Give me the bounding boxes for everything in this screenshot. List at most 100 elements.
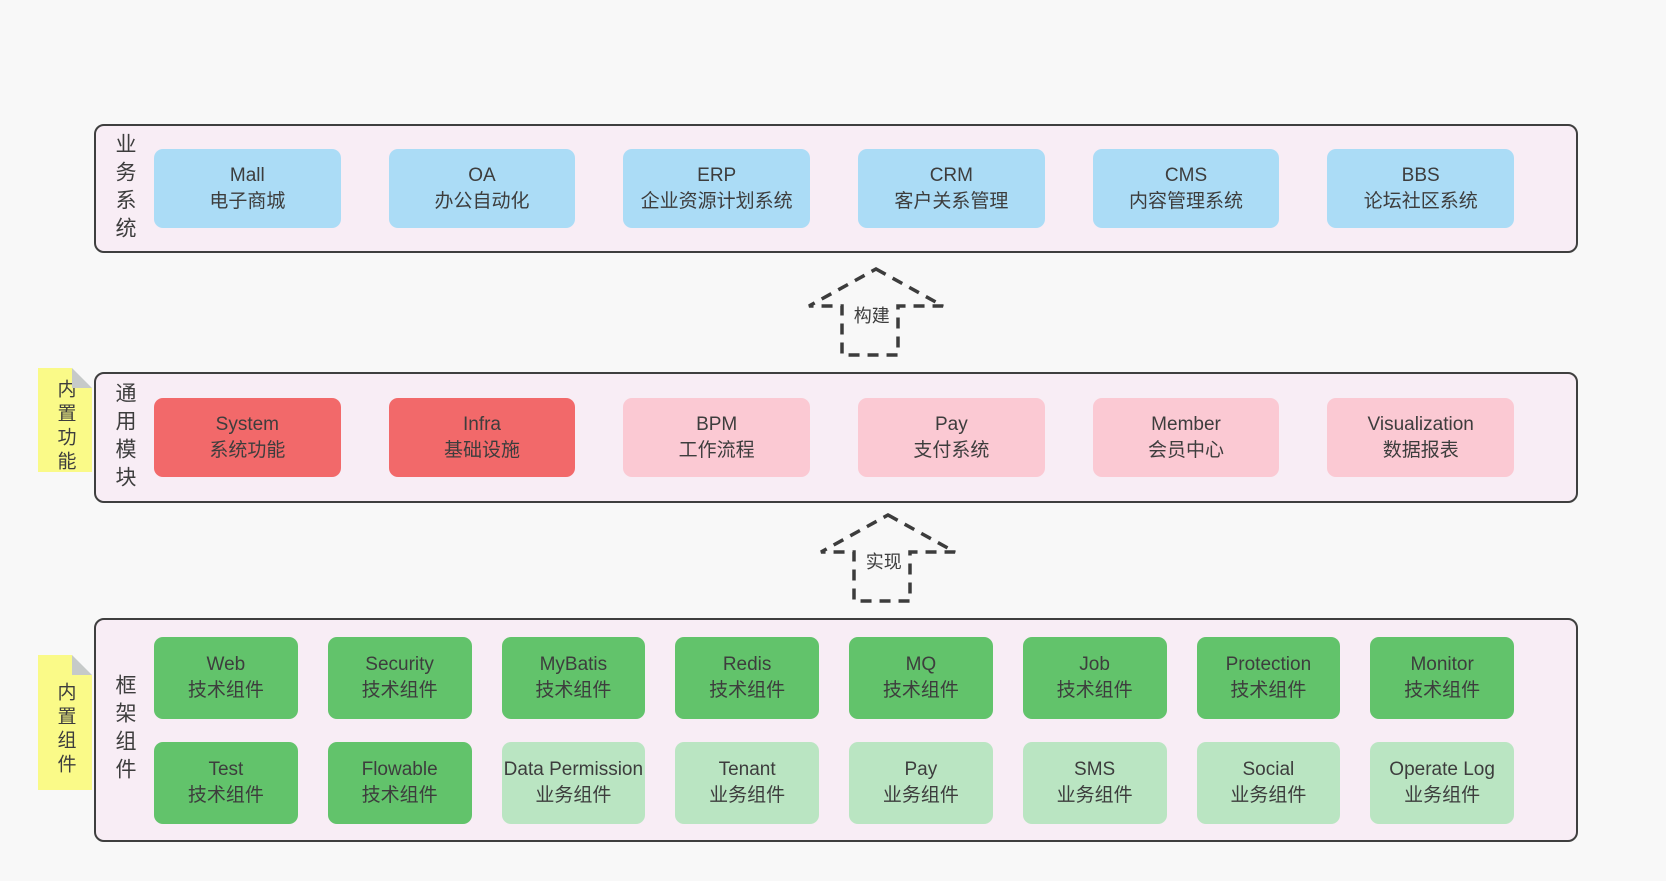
box-social: Social 业务组件 (1196, 741, 1341, 824)
box-subtitle: 系统功能 (209, 439, 286, 461)
box-mall: Mall 电子商城 (154, 149, 341, 228)
box-mq: MQ 技术组件 (849, 636, 993, 719)
box-bpm: BPM 工作流程 (623, 398, 811, 477)
box-title: Job (1079, 653, 1110, 675)
box-subtitle: 数据报表 (1382, 439, 1459, 461)
box-title: Mall (229, 164, 265, 186)
up-arrow-icon (820, 513, 956, 603)
box-title: Pay (904, 758, 938, 780)
box-subtitle: 技术组件 (187, 679, 264, 701)
box-title: Monitor (1410, 653, 1474, 675)
box-title: Tenant (718, 758, 776, 780)
box-subtitle: 技术组件 (1230, 679, 1307, 701)
box-title: Flowable (361, 758, 438, 780)
box-subtitle: 会员中心 (1148, 439, 1225, 461)
box-subtitle: 业务组件 (1404, 784, 1481, 806)
box-erp: ERP 企业资源计划系统 (623, 149, 811, 228)
box-subtitle: 业务组件 (1056, 784, 1133, 806)
box-subtitle: 技术组件 (361, 679, 438, 701)
common-modules-boxes: System 系统功能 Infra 基础设施 BPM 工作流程 Pay 支付系统… (152, 374, 1576, 501)
sticky-note-builtin-components: 内置组件 (38, 655, 92, 790)
box-pay-module: Pay 支付系统 (858, 398, 1045, 477)
box-redis: Redis 技术组件 (675, 636, 819, 719)
box-title: Social (1242, 758, 1295, 780)
band-common-modules: 通用模块 System 系统功能 Infra 基础设施 BPM 工作流程 Pay… (94, 372, 1578, 503)
box-subtitle: 办公自动化 (434, 190, 530, 212)
box-subtitle: 技术组件 (1056, 679, 1133, 701)
box-title: Member (1151, 413, 1221, 435)
band-label-text: 业务系统 (113, 132, 136, 245)
box-subtitle: 工作流程 (678, 439, 755, 461)
box-title: Test (208, 758, 244, 780)
box-subtitle: 技术组件 (535, 679, 612, 701)
box-title: Protection (1225, 653, 1312, 675)
band-label-text: 通用模块 (113, 381, 136, 494)
box-subtitle: 技术组件 (709, 679, 786, 701)
box-sms: SMS 业务组件 (1022, 741, 1167, 824)
band-business-systems: 业务系统 Mall 电子商城 OA 办公自动化 ERP 企业资源计划系统 CRM… (94, 124, 1578, 253)
box-title: Security (365, 653, 434, 675)
box-system: System 系统功能 (154, 398, 341, 477)
box-title: CRM (929, 164, 973, 186)
arrow-implement-label: 实现 (862, 548, 905, 574)
box-monitor: Monitor 技术组件 (1370, 636, 1514, 719)
box-bbs: BBS 论坛社区系统 (1327, 149, 1515, 228)
box-title: MQ (905, 653, 937, 675)
business-systems-boxes: Mall 电子商城 OA 办公自动化 ERP 企业资源计划系统 CRM 客户关系… (152, 126, 1576, 251)
framework-components-row-2: Test 技术组件 Flowable 技术组件 Data Permission … (154, 741, 1514, 824)
box-data-permission: Data Permission 业务组件 (501, 741, 646, 824)
box-subtitle: 论坛社区系统 (1363, 190, 1478, 212)
box-subtitle: 基础设施 (444, 439, 521, 461)
box-title: Visualization (1367, 413, 1474, 435)
box-title: BBS (1401, 164, 1440, 186)
box-subtitle: 电子商城 (209, 190, 286, 212)
band-label-framework-components: 框架组件 (96, 620, 152, 840)
box-subtitle: 业务组件 (535, 784, 612, 806)
box-pay-component: Pay 业务组件 (849, 741, 993, 824)
box-subtitle: 支付系统 (913, 439, 990, 461)
box-infra: Infra 基础设施 (388, 398, 576, 477)
framework-components-rows: Web 技术组件 Security 技术组件 MyBatis 技术组件 Redi… (152, 620, 1576, 840)
folded-corner-icon (72, 368, 92, 388)
box-title: Web (206, 653, 246, 675)
box-subtitle: 业务组件 (709, 784, 786, 806)
box-title: Redis (722, 653, 772, 675)
box-member: Member 会员中心 (1092, 398, 1280, 477)
box-job: Job 技术组件 (1022, 636, 1167, 719)
box-title: BPM (696, 413, 738, 435)
box-security: Security 技术组件 (327, 636, 472, 719)
box-subtitle: 技术组件 (1404, 679, 1481, 701)
box-crm: CRM 客户关系管理 (858, 149, 1045, 228)
box-test: Test 技术组件 (154, 741, 298, 824)
box-subtitle: 业务组件 (1230, 784, 1307, 806)
box-subtitle: 技术组件 (882, 679, 959, 701)
sticky-note-text: 内置组件 (54, 681, 76, 778)
sticky-note-text: 内置功能 (54, 379, 76, 475)
arrow-build-label: 构建 (850, 302, 893, 328)
box-subtitle: 企业资源计划系统 (640, 190, 793, 212)
band-label-text: 框架组件 (113, 674, 136, 786)
box-title: Pay (934, 413, 968, 435)
box-web: Web 技术组件 (154, 636, 298, 719)
box-title: CMS (1164, 164, 1208, 186)
up-arrow-icon (808, 267, 944, 357)
band-framework-components: 框架组件 Web 技术组件 Security 技术组件 MyBatis 技术组件… (94, 618, 1578, 842)
box-title: System (215, 413, 280, 435)
box-title: Infra (462, 413, 502, 435)
framework-components-row-1: Web 技术组件 Security 技术组件 MyBatis 技术组件 Redi… (154, 636, 1514, 719)
box-subtitle: 业务组件 (882, 784, 959, 806)
band-label-business-systems: 业务系统 (96, 126, 152, 251)
box-title: Data Permission (503, 758, 644, 780)
band-label-common-modules: 通用模块 (96, 374, 152, 501)
box-oa: OA 办公自动化 (388, 149, 576, 228)
box-subtitle: 技术组件 (187, 784, 264, 806)
arrow-implement: 实现 (818, 512, 958, 604)
box-subtitle: 内容管理系统 (1129, 190, 1244, 212)
box-flowable: Flowable 技术组件 (327, 741, 472, 824)
box-tenant: Tenant 业务组件 (675, 741, 819, 824)
sticky-note-builtin-features: 内置功能 (38, 368, 92, 475)
box-mybatis: MyBatis 技术组件 (501, 636, 646, 719)
box-cms: CMS 内容管理系统 (1092, 149, 1280, 228)
box-title: MyBatis (539, 653, 608, 675)
